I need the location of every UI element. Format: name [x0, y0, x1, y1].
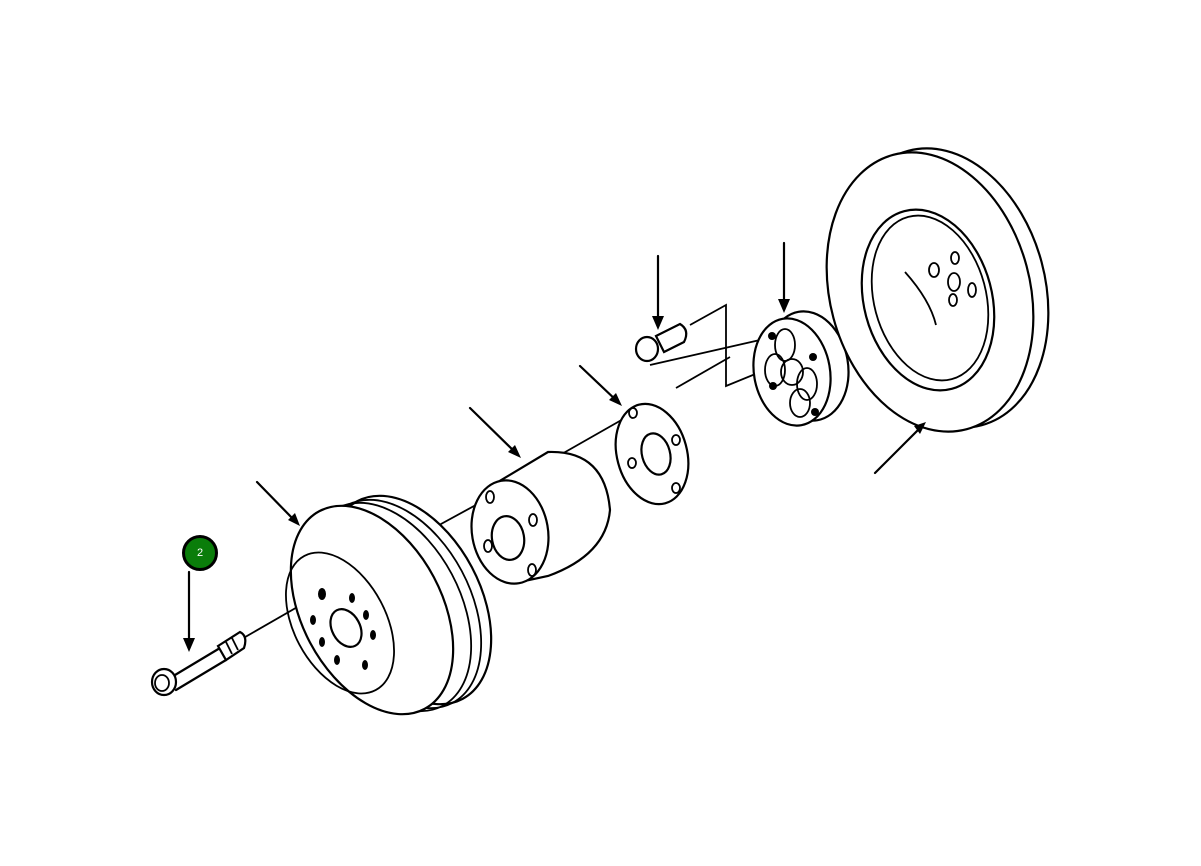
adapter-plate[interactable]	[745, 305, 857, 432]
leader-arrows	[183, 241, 926, 652]
spacer-hub[interactable]	[464, 450, 612, 590]
callout-2[interactable]: 2	[182, 535, 218, 571]
short-bolt-leader	[689, 303, 771, 388]
short-bolt[interactable]	[634, 322, 688, 363]
damper-pulley[interactable]	[797, 125, 1079, 455]
callout-2-label: 2	[196, 547, 204, 559]
front-pulley[interactable]	[258, 468, 525, 742]
long-bolt[interactable]	[150, 630, 247, 697]
thin-plate[interactable]	[605, 396, 699, 513]
